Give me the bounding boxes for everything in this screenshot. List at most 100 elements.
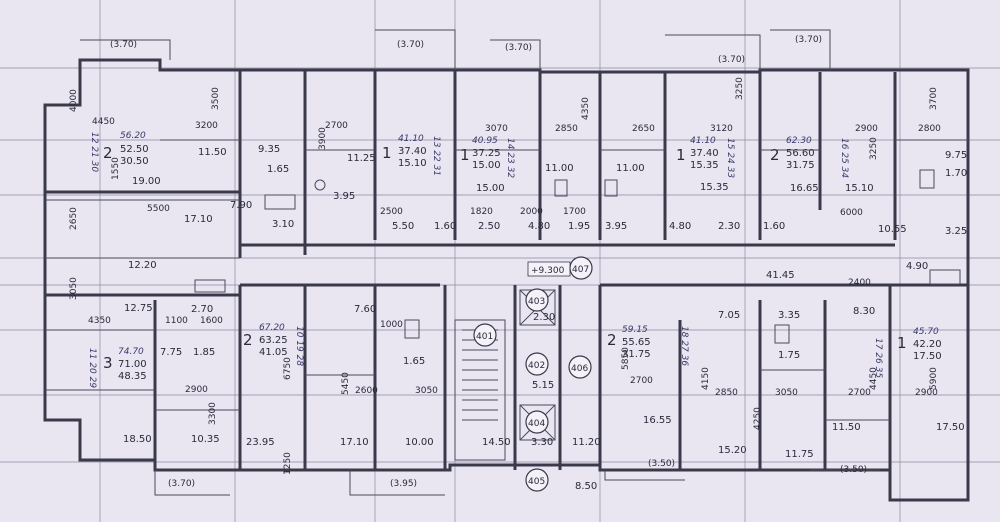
vertical-dimensions: 4000 2650 3050 3500 3900 4350 3250 3700 … <box>69 77 939 475</box>
dim-v: 3500 <box>211 87 221 110</box>
top-extent-4: (3.70) <box>718 55 745 65</box>
apartment-numbers: 17 26 35 <box>873 338 883 378</box>
dim-v: 5450 <box>341 372 351 395</box>
room-area: 3.35 <box>778 310 800 321</box>
apartment-rooms: 1 <box>676 146 686 164</box>
apartment-numbers: 14 23 32 <box>505 138 515 178</box>
floor-level: +9.300 <box>531 266 565 276</box>
room-number: 401 <box>476 332 493 342</box>
dim-v: 5850 <box>621 347 631 370</box>
room-area: 10.35 <box>191 434 220 445</box>
bathroom-fixtures <box>194 169 961 344</box>
room-area: 11.25 <box>347 153 376 164</box>
room-area: 7.05 <box>718 310 740 321</box>
room-area: 17.50 <box>936 422 965 433</box>
dim-h: 2850 <box>555 124 578 134</box>
apartment-living-area: 15.10 <box>398 158 427 169</box>
room-area: 1.65 <box>267 164 289 175</box>
apartment-living-area: 31.75 <box>622 349 651 360</box>
room-area: 1.65 <box>403 356 425 367</box>
apartment-label: 1 41.10 37.40 15.35 15 24 33 <box>676 136 735 178</box>
dim-v: 1550 <box>111 157 121 180</box>
dim-h: 6000 <box>840 208 863 218</box>
apartment-area-note: 45.70 <box>913 327 939 337</box>
room-area: 1.60 <box>763 221 785 232</box>
apartment-total-area: 52.50 <box>120 144 149 155</box>
dim-h: 2700 <box>848 388 871 398</box>
dim-h: 1700 <box>563 207 586 217</box>
room-area: 9.35 <box>258 144 280 155</box>
dim-v: 4350 <box>581 97 591 120</box>
dim-h: 2800 <box>918 124 941 134</box>
apartment-living-area: 15.00 <box>472 160 501 171</box>
dim-h: 2900 <box>185 385 208 395</box>
apartment-area-note: 67.20 <box>259 323 285 333</box>
room-area: 15.20 <box>718 445 747 456</box>
apartment-living-area: 15.35 <box>690 160 719 171</box>
dim-v: 3250 <box>869 137 879 160</box>
dim-h: 3050 <box>415 386 438 396</box>
room-area: 11.75 <box>785 449 814 460</box>
apartment-rooms: 1 <box>460 146 470 164</box>
dim-v: 3300 <box>208 402 218 425</box>
room-area: 11.50 <box>198 147 227 158</box>
apartment-area-note: 62.30 <box>786 136 812 146</box>
room-area: 10.55 <box>878 224 907 235</box>
dim-h: 2850 <box>715 388 738 398</box>
apartment-total-area: 56.60 <box>786 148 815 159</box>
apartment-label: 1 45.70 42.20 17.50 17 26 35 <box>873 327 942 378</box>
dim-h: 2500 <box>380 207 403 217</box>
dim-h: 2900 <box>855 124 878 134</box>
apartment-living-area: 17.50 <box>913 351 942 362</box>
room-area: 15.10 <box>845 183 874 194</box>
dim-v: 6750 <box>283 357 293 380</box>
room-area: 17.10 <box>340 437 369 448</box>
apartment-rooms: 1 <box>897 334 907 352</box>
bottom-extent-4: (3.50) <box>840 465 867 475</box>
apartment-rooms: 3 <box>103 354 113 372</box>
room-area: 1.95 <box>568 221 590 232</box>
dim-h: 3070 <box>485 124 508 134</box>
apartment-numbers: 12 21 30 <box>89 132 99 172</box>
apartment-living-area: 48.35 <box>118 371 147 382</box>
room-area: 1.75 <box>778 350 800 361</box>
dim-v: 2650 <box>69 207 79 230</box>
apartment-total-area: 37.25 <box>472 148 501 159</box>
dim-h: 2400 <box>848 278 871 288</box>
apartment-numbers: 18 27 36 <box>679 326 689 366</box>
room-area: 16.55 <box>643 415 672 426</box>
room-area: 1.60 <box>434 221 456 232</box>
room-area: 15.35 <box>700 182 729 193</box>
dim-v: 1250 <box>283 452 293 475</box>
room-area: 19.00 <box>132 176 161 187</box>
apartment-label: 1 40.95 37.25 15.00 14 23 32 <box>460 136 515 178</box>
apartment-label: 2 62.30 56.60 31.75 16 25 34 <box>770 136 849 178</box>
interior-walls <box>45 70 968 500</box>
room-area: 11.50 <box>832 422 861 433</box>
dim-v: 3900 <box>318 127 328 150</box>
dim-h: 1820 <box>470 207 493 217</box>
dim-v: 4450 <box>869 367 879 390</box>
apartment-total-area: 37.40 <box>690 148 719 159</box>
room-area: 4.80 <box>528 221 550 232</box>
room-area: 2.50 <box>478 221 500 232</box>
top-extent-1: (3.70) <box>110 40 137 50</box>
room-area: 2.30 <box>718 221 740 232</box>
dim-h: 4450 <box>92 117 115 127</box>
room-area: 3.10 <box>272 219 294 230</box>
apartment-area-note: 40.95 <box>472 136 498 146</box>
apartment-rooms: 2 <box>103 144 113 162</box>
apartment-numbers: 11 20 29 <box>87 348 97 388</box>
dim-v: 3250 <box>735 77 745 100</box>
horizontal-dimensions: 4450 3200 2700 3070 2850 2650 3120 2900 … <box>88 117 941 398</box>
room-area: 5.50 <box>392 221 414 232</box>
apartment-numbers: 13 22 31 <box>431 136 441 176</box>
room-area: 16.65 <box>790 183 819 194</box>
room-area: 8.50 <box>575 481 597 492</box>
apartment-living-area: 41.05 <box>259 347 288 358</box>
room-number: 407 <box>572 265 589 275</box>
apartment-label: 1 41.10 37.40 15.10 13 22 31 <box>382 134 441 176</box>
room-area: 3.25 <box>945 226 967 237</box>
apartment-total-area: 37.40 <box>398 146 427 157</box>
dim-v: 4000 <box>69 89 79 112</box>
